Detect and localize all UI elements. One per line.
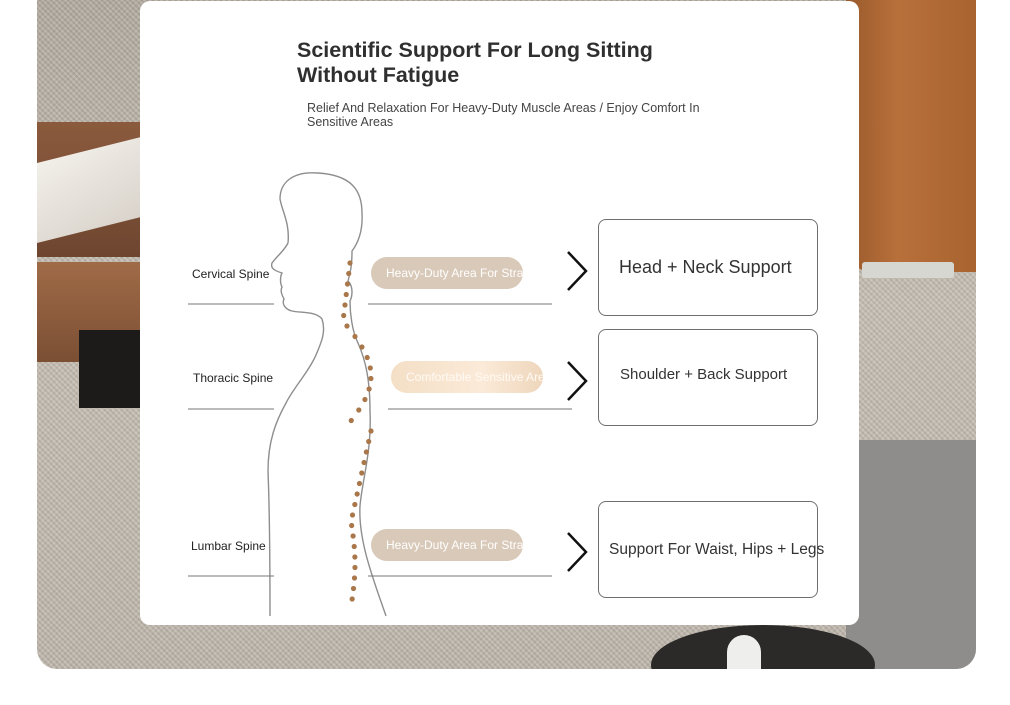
spine-dots — [341, 260, 374, 602]
side-table — [651, 625, 875, 669]
vertebra-dot — [367, 365, 373, 371]
vertebra-dot — [352, 501, 358, 508]
vertebra-dot — [344, 323, 350, 329]
vertebra-dot — [356, 480, 363, 487]
shoulder-back-support-label: Shoulder + Back Support — [620, 366, 788, 383]
sofa-base — [862, 262, 954, 278]
vertebra-dot — [352, 564, 358, 571]
vertebra-dot — [359, 470, 365, 476]
vertebra-dot — [346, 270, 352, 277]
vertebra-dot — [348, 417, 354, 424]
lumbar-zone-label: Heavy-Duty Area For Stra — [386, 538, 523, 552]
head-neck-support-label: Head + Neck Support — [619, 257, 792, 277]
chevron-right-icon — [567, 532, 588, 572]
vertebra-dot — [359, 344, 365, 350]
thoracic-zone-label: Comfortable Sensitive Areas — [406, 370, 543, 384]
vertebra-dot — [352, 554, 358, 560]
vertebra-dot — [349, 512, 356, 518]
waist-hips-legs-support-box: Support For Waist, Hips + Legs — [598, 501, 824, 598]
floor — [846, 440, 976, 669]
head-neck-support-box: Head + Neck Support — [598, 219, 818, 316]
vertebra-dot — [350, 533, 356, 539]
vertebra-dot — [368, 375, 374, 382]
chevron-right-icon — [567, 251, 588, 291]
vertebra-dot — [342, 302, 348, 308]
thoracic-spine-label: Thoracic Spine — [193, 371, 274, 385]
vertebra-dot — [349, 596, 355, 602]
vertebra-dot — [354, 491, 360, 497]
vertebra-dot — [366, 438, 372, 445]
spine-diagram — [188, 172, 572, 617]
vase — [727, 635, 761, 669]
vertebra-dot — [366, 386, 372, 392]
cervical-zone-pill: Heavy-Duty Area For Stra — [371, 257, 523, 289]
cervical-spine-label: Cervical Spine — [192, 267, 270, 281]
vertebra-dot — [343, 291, 349, 298]
cervical-zone-label: Heavy-Duty Area For Stra — [386, 266, 523, 280]
vertebra-dot — [356, 407, 362, 413]
thoracic-zone-pill: Comfortable Sensitive Areas — [391, 361, 543, 393]
coffee-table-leg — [79, 330, 141, 408]
vertebra-dot — [341, 312, 347, 319]
info-card: Scientific Support For Long Sitting With… — [140, 1, 859, 625]
vertebra-dot — [363, 449, 369, 455]
shoulder-back-support-box: Shoulder + Back Support — [598, 329, 818, 426]
chevron-right-icon — [567, 361, 588, 401]
vertebra-dot — [351, 543, 357, 550]
vertebra-dot — [344, 281, 351, 287]
page-subtitle: Relief And Relaxation For Heavy-Duty Mus… — [307, 101, 700, 129]
vertebra-dot — [352, 333, 358, 340]
vertebra-dot — [349, 522, 355, 529]
waist-hips-legs-support-label: Support For Waist, Hips + Legs — [609, 540, 825, 558]
vertebra-dot — [364, 354, 370, 361]
lumbar-zone-pill: Heavy-Duty Area For Stra — [371, 529, 523, 561]
vertebra-dot — [351, 575, 358, 581]
human-silhouette-icon — [267, 172, 387, 617]
vertebra-dot — [362, 396, 368, 403]
vertebra-dot — [347, 260, 353, 266]
sofa — [846, 0, 976, 272]
lumbar-spine-label: Lumbar Spine — [191, 539, 266, 553]
vertebra-dot — [350, 585, 357, 592]
page-title: Scientific Support For Long Sitting With… — [297, 38, 653, 87]
vertebra-dot — [361, 459, 367, 466]
vertebra-dot — [368, 428, 374, 434]
